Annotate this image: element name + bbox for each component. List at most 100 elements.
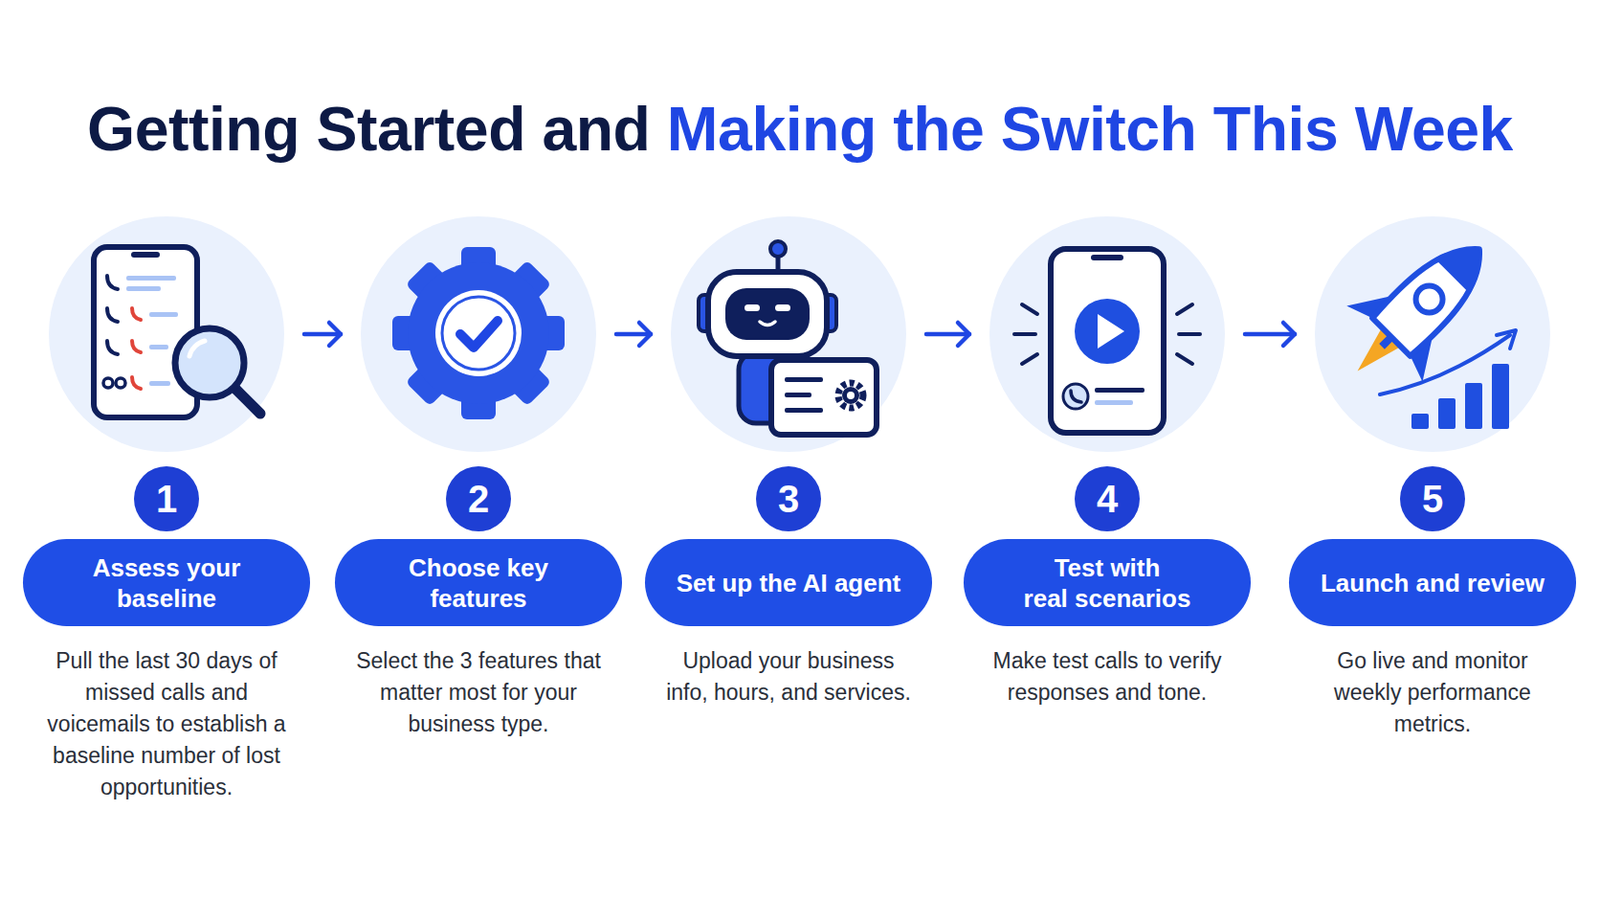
step-number: 1 xyxy=(133,466,200,532)
call-badge xyxy=(1063,383,1089,409)
missed-call-glyph xyxy=(132,308,141,320)
signal-ray xyxy=(1022,304,1038,314)
play-triangle xyxy=(1097,313,1125,349)
phone-notch xyxy=(1090,254,1124,261)
step-heading: Assess your baseline xyxy=(46,552,287,614)
gear-tooth xyxy=(405,260,553,407)
rocket-window xyxy=(1410,280,1449,319)
rocket-body xyxy=(1371,228,1500,357)
step-number: 4 xyxy=(1074,466,1140,532)
robot-eye xyxy=(744,304,760,312)
voicemail-glyph xyxy=(103,377,113,388)
step-pill: Launch and review xyxy=(1288,538,1577,626)
trend-arrowhead xyxy=(1496,330,1516,349)
play-button xyxy=(1074,298,1140,364)
card-line xyxy=(784,392,812,398)
rocket-nozzle xyxy=(1378,333,1395,350)
step-description: Pull the last 30 days of missed calls an… xyxy=(30,644,303,803)
handset-glyph xyxy=(1070,390,1082,402)
step-pill: Choose key features xyxy=(334,538,623,626)
arrow-head xyxy=(639,322,651,346)
step-heading: Choose key features xyxy=(358,552,599,614)
step-description: Go live and monitor weekly performance m… xyxy=(1296,644,1569,740)
call-log-icon xyxy=(93,246,261,418)
robot-face xyxy=(725,288,810,340)
rocket xyxy=(1319,211,1517,409)
magnifier-lens xyxy=(175,328,245,398)
arrow-head xyxy=(1283,322,1295,346)
flow-arrow xyxy=(616,322,651,346)
arrow-head xyxy=(957,322,970,346)
step-column: Choose key featuresSelect the 3 features… xyxy=(342,216,615,829)
gear-tooth xyxy=(405,260,553,407)
step-pill: Set up the AI agent xyxy=(644,538,933,626)
step-column: Set up the AI agentUpload your business … xyxy=(652,216,925,829)
number-text: 2 xyxy=(467,479,489,518)
flow-arrow xyxy=(1244,322,1295,346)
rocket-nose xyxy=(1434,231,1497,294)
growth-bar xyxy=(1491,363,1510,429)
step-description: Upload your business info, hours, and se… xyxy=(652,644,925,709)
flow-arrow xyxy=(304,322,341,346)
missed-call-glyph xyxy=(132,377,141,389)
step-description: Select the 3 features that matter most f… xyxy=(342,644,615,740)
robot-eye xyxy=(775,304,791,312)
step-pill: Test with real scenarios xyxy=(963,538,1251,626)
check-mark xyxy=(460,320,498,348)
signal-ray xyxy=(1022,354,1038,364)
step-number: 5 xyxy=(1400,466,1466,532)
test-call-icon xyxy=(1014,248,1200,433)
arrow-shaft xyxy=(616,332,651,337)
flow-arrow xyxy=(926,322,970,346)
call-line xyxy=(1094,400,1134,405)
step-heading: Test with real scenarios xyxy=(987,552,1227,614)
signal-ray xyxy=(1177,304,1193,314)
growth-bar xyxy=(1438,398,1456,429)
handset-glyph xyxy=(107,308,118,322)
gear-hub xyxy=(435,289,522,377)
step-column: Launch and reviewGo live and monitor wee… xyxy=(1296,216,1569,829)
number-text: 4 xyxy=(1096,479,1118,518)
list-line xyxy=(149,380,171,386)
icon-backdrop xyxy=(1314,216,1551,452)
step-column: Test with real scenariosMake test calls … xyxy=(971,216,1244,829)
antenna-tip xyxy=(770,241,786,257)
arrow-shaft xyxy=(926,332,970,337)
settings-gear xyxy=(838,382,864,408)
step-description: Make test calls to verify responses and … xyxy=(971,644,1244,709)
diagram-title: Getting Started and Making the Switch Th… xyxy=(87,93,1513,165)
missed-call-glyph xyxy=(132,340,141,353)
step-number: 2 xyxy=(445,466,512,532)
list-line xyxy=(149,344,169,350)
signal-ray xyxy=(1177,354,1193,364)
step-column: Assess your baselinePull the last 30 day… xyxy=(30,216,303,829)
phone-notch xyxy=(131,251,160,258)
card-line xyxy=(784,377,823,382)
number-text: 3 xyxy=(777,479,800,518)
signal-ray xyxy=(1014,332,1036,336)
card-line xyxy=(784,407,823,413)
handset-glyph xyxy=(107,275,118,289)
gear-check-icon xyxy=(392,246,565,420)
arrow-shaft xyxy=(1244,332,1295,337)
robot-smile xyxy=(759,321,776,326)
icon-backdrop xyxy=(670,216,907,452)
signal-ray xyxy=(1178,332,1200,336)
arrow-head xyxy=(329,322,341,346)
settings-card xyxy=(771,359,877,435)
growth-bar xyxy=(1465,382,1483,429)
lens-highlight xyxy=(189,340,205,356)
handset-glyph xyxy=(107,340,118,355)
icon-backdrop xyxy=(360,216,597,452)
voicemail-glyph xyxy=(115,377,126,388)
gear-ring xyxy=(442,296,515,370)
gear-body xyxy=(407,262,550,404)
number-text: 5 xyxy=(1422,479,1444,518)
list-line xyxy=(126,286,161,291)
robot-head xyxy=(708,271,827,356)
launch-growth-icon xyxy=(1319,211,1517,429)
step-number: 3 xyxy=(755,466,822,532)
icon-backdrop xyxy=(989,216,1225,452)
growth-bar xyxy=(1411,413,1429,429)
